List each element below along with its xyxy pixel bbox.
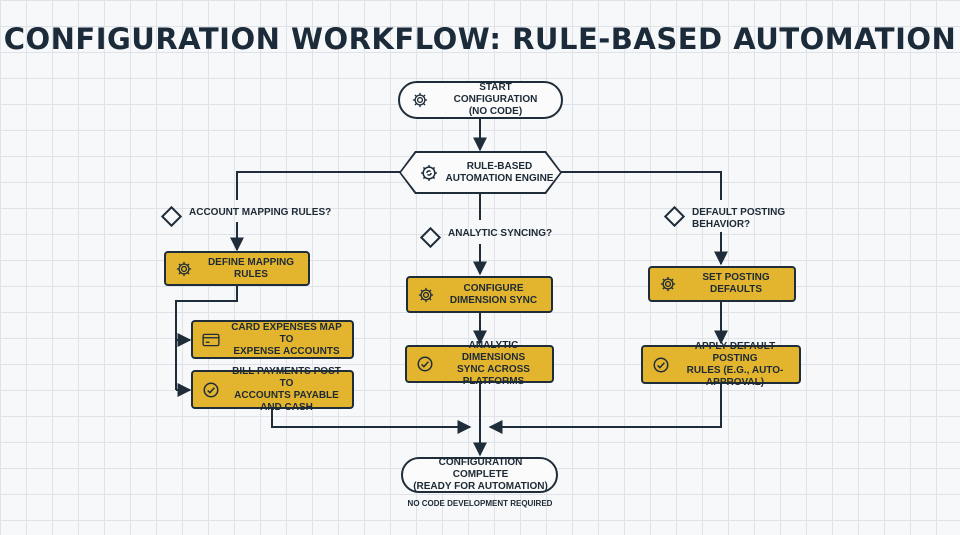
automation-engine-node: RULE-BASED AUTOMATION ENGINE (399, 151, 562, 194)
card-expenses-label: CARD EXPENSES MAP TO EXPENSE ACCOUNTS (231, 321, 342, 357)
footnote-no-code: NO CODE DEVELOPMENT REQUIRED (407, 499, 553, 508)
card-expenses-node: CARD EXPENSES MAP TO EXPENSE ACCOUNTS (191, 320, 354, 359)
line-define-branch (175, 286, 238, 390)
line-bill-to-merge (271, 408, 472, 434)
check-circle-icon (651, 355, 671, 375)
decision-analytic-syncing: ANALYTIC SYNCING? (419, 226, 553, 249)
decision-account-mapping: ACCOUNT MAPPING RULES? (160, 205, 332, 228)
gear-sync-icon (419, 163, 439, 183)
line-apply-to-merge (488, 384, 722, 434)
analytic-dimensions-label: ANALYTIC DIMENSIONS SYNC ACROSS PLATFORM… (457, 340, 530, 387)
gear-icon (174, 259, 194, 279)
configuration-complete-label: CONFIGURATION COMPLETE (READY FOR AUTOMA… (413, 457, 548, 492)
set-posting-defaults-label: SET POSTING DEFAULTS (702, 272, 770, 295)
apply-default-posting-label: APPLY DEFAULT POSTING RULES (E.G., AUTO-… (686, 340, 784, 388)
configure-dimension-sync-label: CONFIGURE DIMENSION SYNC (449, 282, 538, 306)
start-configuration-node: START CONFIGURATION (NO CODE) (398, 81, 563, 119)
gear-icon (658, 274, 678, 294)
automation-engine-label: RULE-BASED AUTOMATION ENGINE (445, 160, 554, 184)
decision-diamond-icon (419, 226, 442, 249)
decision-diamond-icon (663, 205, 686, 228)
decision-analytic-syncing-label: ANALYTIC SYNCING? (448, 228, 553, 239)
decision-diamond-icon (160, 205, 183, 228)
check-circle-icon (201, 380, 221, 400)
line-engine-to-right (560, 171, 722, 200)
start-configuration-label: START CONFIGURATION (NO CODE) (453, 82, 538, 117)
apply-default-posting-node: APPLY DEFAULT POSTING RULES (E.G., AUTO-… (641, 341, 801, 388)
analytic-dimensions-node: ANALYTIC DIMENSIONS SYNC ACROSS PLATFORM… (405, 340, 554, 387)
gear-icon (416, 285, 436, 305)
define-mapping-rules-label: DEFINE MAPPING RULES (207, 256, 295, 280)
line-engine-to-left (236, 171, 400, 200)
check-circle-icon (415, 354, 435, 374)
decision-account-mapping-label: ACCOUNT MAPPING RULES? (189, 207, 332, 218)
set-posting-defaults-node: SET POSTING DEFAULTS (648, 266, 796, 302)
configure-dimension-sync-node: CONFIGURE DIMENSION SYNC (406, 276, 553, 313)
credit-card-icon (201, 330, 221, 350)
decision-default-posting: DEFAULT POSTING BEHAVIOR? (663, 205, 786, 231)
bill-payments-node: BILL PAYMENTS POST TO ACCOUNTS PAYABLE A… (191, 366, 354, 413)
diagram-title: CONFIGURATION WORKFLOW: RULE-BASED AUTOM… (3, 22, 957, 56)
define-mapping-rules-node: DEFINE MAPPING RULES (164, 251, 310, 286)
bill-payments-label: BILL PAYMENTS POST TO ACCOUNTS PAYABLE A… (232, 365, 341, 413)
configuration-complete-node: CONFIGURATION COMPLETE (READY FOR AUTOMA… (401, 457, 558, 493)
decision-default-posting-label: DEFAULT POSTING BEHAVIOR? (692, 207, 786, 230)
gear-icon (410, 90, 430, 110)
